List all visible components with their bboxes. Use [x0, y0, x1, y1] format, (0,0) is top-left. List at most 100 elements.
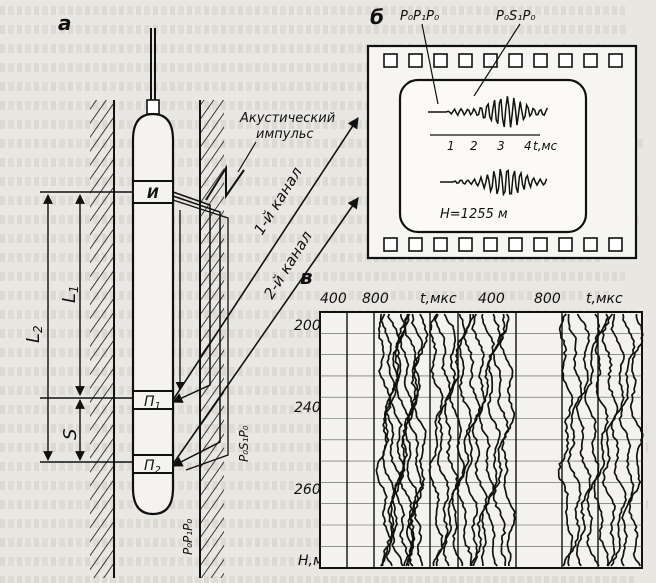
bleed-text-line: [0, 329, 608, 338]
bleed-text-line: [0, 538, 621, 547]
correlation-trace: [478, 313, 496, 567]
correlation-trace: [471, 313, 489, 567]
sprocket-hole: [608, 53, 623, 68]
bleed-text-line: [0, 405, 603, 414]
label-S: S: [60, 429, 81, 440]
bleed-text-line: [0, 481, 623, 490]
bleed-text-line: [0, 576, 634, 583]
channel-1-line: [172, 117, 359, 401]
panel-c-letter: в: [300, 265, 313, 289]
sprocket-hole: [383, 53, 398, 68]
sprocket-hole: [533, 53, 548, 68]
panel-b-letter: б: [370, 5, 384, 29]
bleed-text-line: [0, 348, 629, 357]
bleed-text-line: [0, 215, 640, 224]
film-tick-1: 1: [447, 139, 455, 153]
bleed-text-line: [0, 177, 621, 186]
film-time-unit: t,мс: [533, 139, 558, 153]
panel-a-borehole: а И П1 П2: [23, 11, 359, 578]
correlation-trace: [379, 313, 397, 566]
bleed-text-line: [0, 519, 610, 528]
waveform-channel-2: [440, 168, 548, 197]
waveform-channel-1: [428, 96, 549, 128]
phase-correlation-traces: [375, 313, 644, 567]
sprocket-hole: [383, 237, 398, 252]
sprocket-hole: [533, 237, 548, 252]
sprocket-hole: [608, 237, 623, 252]
bleed-text-line: [0, 101, 626, 110]
bleed-text-line: [0, 462, 607, 471]
wave-path-p1: [172, 191, 211, 403]
correlation-trace: [628, 313, 644, 567]
sprocket-hole: [458, 53, 473, 68]
y-unit: H,м: [298, 553, 324, 569]
y-tick-240: 240: [294, 400, 321, 416]
film-frame: [398, 78, 588, 234]
correlation-trace: [462, 313, 481, 567]
correlation-trace: [455, 313, 473, 566]
correlation-trace: [593, 313, 609, 567]
cable-head: [146, 99, 160, 115]
correlation-trace: [384, 313, 402, 567]
correlation-trace: [449, 313, 466, 566]
bleed-text-line: [0, 120, 604, 129]
pulse-label-line1: Акустический: [239, 111, 335, 126]
wave-label-p: P₀P₁P₀: [400, 9, 440, 24]
sprocket-hole: [558, 53, 573, 68]
bleed-text-line: [0, 139, 644, 148]
bleed-text-line: [0, 44, 606, 53]
film-sprockets: [383, 53, 623, 252]
correlation-trace: [584, 313, 601, 567]
sprocket-hole: [458, 237, 473, 252]
wave-path-s2: [172, 199, 229, 471]
sprocket-hole: [583, 53, 598, 68]
label-L2: L2: [23, 325, 45, 343]
x-tick-right-400: 400: [478, 291, 505, 307]
correlation-trace: [394, 313, 411, 567]
sprocket-hole: [483, 53, 498, 68]
bleed-text-line: [0, 253, 604, 262]
sprocket-hole: [508, 53, 523, 68]
correlation-trace: [567, 314, 583, 567]
channel-1-label: 1-й канал: [250, 164, 306, 239]
correlation-trace: [610, 313, 628, 567]
panel-b-film-record: б P₀P₁P₀ P₀S₁P₀ 1 2 3 4 t,мс H=1255 м: [366, 5, 638, 260]
correlation-trace: [557, 313, 574, 567]
bleed-text-line: [0, 367, 625, 376]
sprocket-hole: [558, 237, 573, 252]
correlation-trace: [375, 313, 392, 567]
bleed-text-line: [0, 272, 625, 281]
correlation-trace: [412, 313, 429, 567]
sprocket-hole: [583, 237, 598, 252]
sprocket-hole: [508, 237, 523, 252]
bleed-text-line: [0, 158, 630, 167]
sprocket-hole: [483, 237, 498, 252]
bleed-text-line: [0, 386, 609, 395]
source-label: И: [147, 186, 159, 202]
film-depth-label: H=1255 м: [440, 207, 508, 222]
label-path-p: P₀P₁P₀: [181, 519, 195, 555]
film-tick-3: 3: [497, 139, 505, 153]
sprocket-hole: [408, 237, 423, 252]
bleed-text-line: [0, 234, 633, 243]
label-L1: L1: [59, 285, 81, 303]
bleed-text-line: [0, 196, 615, 205]
correlation-trace: [575, 313, 592, 567]
film-tick-4: 4: [524, 139, 532, 153]
sprocket-hole: [433, 53, 448, 68]
label-path-s: P₀S₁P₀: [237, 425, 251, 462]
panel-c-log-chart: в 400 800 t,мкс 400 800 t,мкс 200 240 26…: [294, 265, 644, 569]
receiver-1-label: П1: [144, 394, 161, 412]
correlation-trace: [618, 313, 636, 567]
bleed-text-line: [0, 25, 629, 34]
correlation-trace: [601, 313, 619, 567]
bleed-text-line: [0, 63, 613, 72]
x-tick-right-800: 800: [534, 291, 561, 307]
correlation-trace: [397, 313, 416, 567]
x-tick-left-800: 800: [362, 291, 389, 307]
correlation-trace: [388, 313, 407, 567]
pulse-label-line2: импульс: [256, 127, 314, 142]
wave-label-s: P₀S₁P₀: [496, 9, 536, 24]
